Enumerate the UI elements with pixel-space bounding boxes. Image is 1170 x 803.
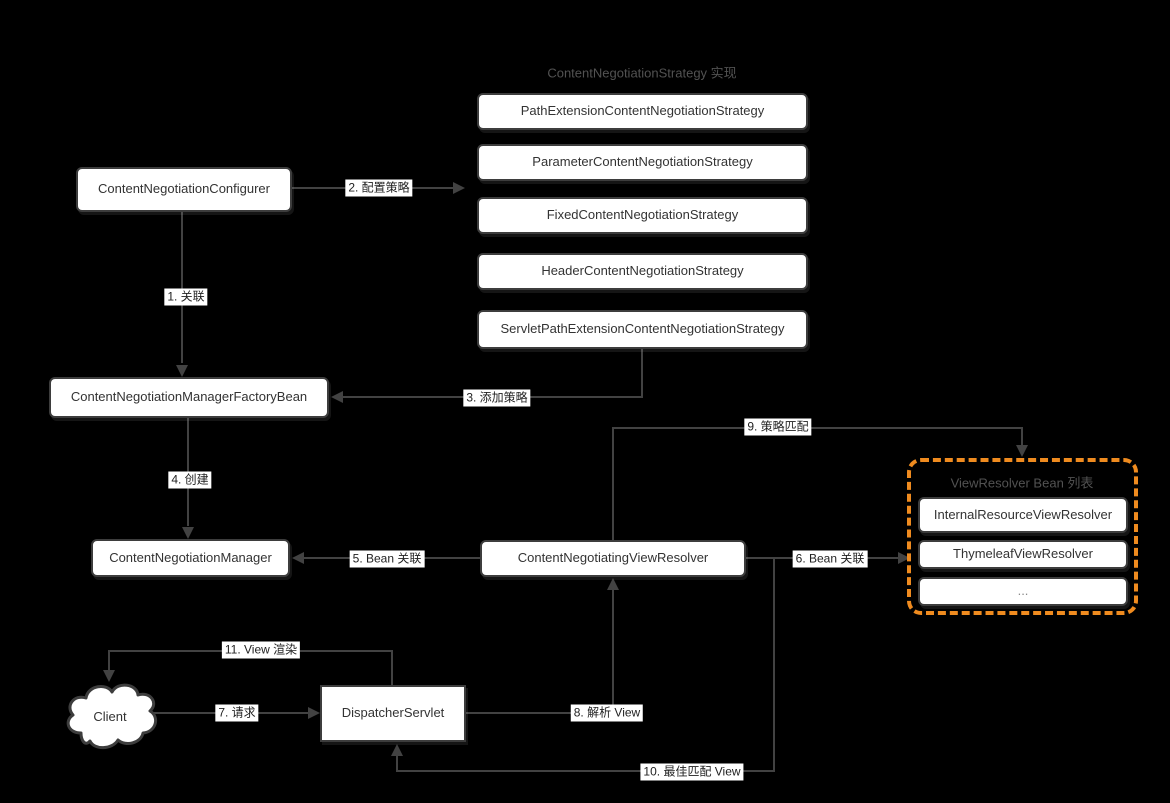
edge-3-label: 3. 添加策略 [463,389,531,407]
edge-3-line-v [641,349,643,398]
edge-6-label: 6. Bean 关联 [792,550,868,568]
node-parameter-strategy: ParameterContentNegotiationStrategy [477,144,808,181]
node-path-extension-strategy: PathExtensionContentNegotiationStrategy [477,93,808,130]
edge-4-arrowhead [182,527,194,539]
edge-10-arrowhead [391,744,403,756]
edge-8-line-v [612,589,614,714]
edge-11-arrowhead [103,670,115,682]
edge-10-line-h [396,770,775,772]
edge-2-label: 2. 配置策略 [345,179,413,197]
view-resolver-group-title: ViewResolver Bean 列表 [950,475,1094,491]
edge-9-arrowhead [1016,445,1028,457]
edge-2-arrowhead [453,182,465,194]
edge-5-arrowhead [292,552,304,564]
strategy-group-title: ContentNegotiationStrategy 实现 [547,65,737,81]
client-label: Client [93,708,127,724]
edge-7-arrowhead [308,707,320,719]
node-internal-resource-view-resolver: InternalResourceViewResolver [918,497,1128,533]
edge-4-label: 4. 创建 [168,471,212,489]
edge-10-label: 10. 最佳匹配 View [640,763,744,781]
view-resolver-group-container [907,458,1138,615]
edge-11-line-v1 [391,651,393,685]
edge-9-line-v1 [612,429,614,540]
edge-10-line-v2 [396,755,398,771]
edge-9-line-h [612,427,1023,429]
node-client-cloud: Client [60,676,160,756]
edge-8-label: 8. 解析 View [570,704,644,722]
node-content-negotiation-configurer: ContentNegotiationConfigurer [76,167,292,212]
edge-8-arrowhead [607,578,619,590]
node-view-resolver-ellipsis: ... [918,577,1128,606]
edge-11-line-v2 [108,651,110,670]
edge-1-label: 1. 关联 [164,288,208,306]
edge-10-line-v1 [773,559,775,772]
cloud-icon [66,683,158,750]
node-content-negotiation-manager-factory-bean: ContentNegotiationManagerFactoryBean [49,377,329,418]
edge-7-label: 7. 请求 [215,704,259,722]
edge-5-label: 5. Bean 关联 [349,550,425,568]
edge-1-line [181,211,183,363]
edge-3-arrowhead [331,391,343,403]
node-thymeleaf-view-resolver: ThymeleafViewResolver [918,540,1128,569]
edge-1-arrowhead [176,365,188,377]
edge-9-line-v2 [1021,428,1023,445]
edge-9-label: 9. 策略匹配 [744,418,812,436]
node-dispatcher-servlet: DispatcherServlet [320,685,466,742]
node-fixed-strategy: FixedContentNegotiationStrategy [477,197,808,234]
node-servlet-path-extension-strategy: ServletPathExtensionContentNegotiationSt… [477,310,808,349]
edge-8-line-h [466,712,614,714]
node-header-strategy: HeaderContentNegotiationStrategy [477,253,808,290]
node-content-negotiating-view-resolver: ContentNegotiatingViewResolver [480,540,746,577]
node-content-negotiation-manager: ContentNegotiationManager [91,539,290,577]
edge-11-label: 11. View 渲染 [221,641,301,659]
